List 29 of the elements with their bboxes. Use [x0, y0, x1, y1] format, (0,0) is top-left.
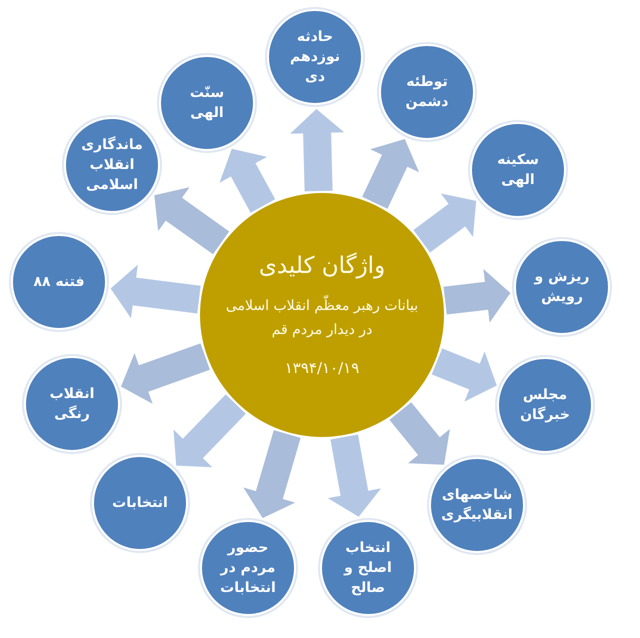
circle-label: سنّت الهی: [188, 84, 226, 123]
date-label: ۱۳۹۴/۱۰/۱۹: [284, 358, 360, 377]
block-arrow: [328, 434, 381, 517]
circle-label: انتخاب اصلح و صالح: [342, 538, 393, 598]
block-arrow: [290, 109, 344, 192]
block-arrow: [220, 148, 276, 213]
circle-label: ریزش و رویش: [533, 268, 590, 307]
block-arrow: [121, 343, 210, 404]
circle-label: حادثه نوزدهم دی: [289, 28, 341, 88]
circle-label: توطئه دشمن: [404, 72, 450, 112]
circle-label: انقلاب رنگی: [48, 384, 96, 424]
circle-label: ماندگاری انقلاب اسلامی: [80, 135, 144, 196]
circle-label: مجلس خبرگان: [519, 386, 571, 425]
block-arrow: [413, 194, 476, 252]
circle-label: فتنه ۸۸: [33, 272, 85, 292]
circle-subtitle: بیانات رهبر معظّم انقلاب اسلامی در دیدار مردم قم: [222, 295, 422, 343]
block-arrow: [432, 348, 497, 402]
block-arrow: [110, 264, 201, 318]
circle-label: انتخابات: [112, 494, 168, 513]
block-arrow: [444, 269, 510, 323]
block-arrow: [390, 402, 450, 465]
block-arrow: [243, 430, 301, 518]
circle-label: حضور مردم در انتخابات: [218, 538, 277, 598]
circle-label: سکینه الهی: [496, 150, 540, 190]
circle-label: شاخصهای انقلابیگری: [441, 486, 513, 525]
block-arrow: [154, 187, 230, 254]
block-arrow: [362, 139, 420, 209]
circle-title: واژگان کلیدی: [258, 253, 386, 280]
block-arrow: [174, 394, 246, 468]
